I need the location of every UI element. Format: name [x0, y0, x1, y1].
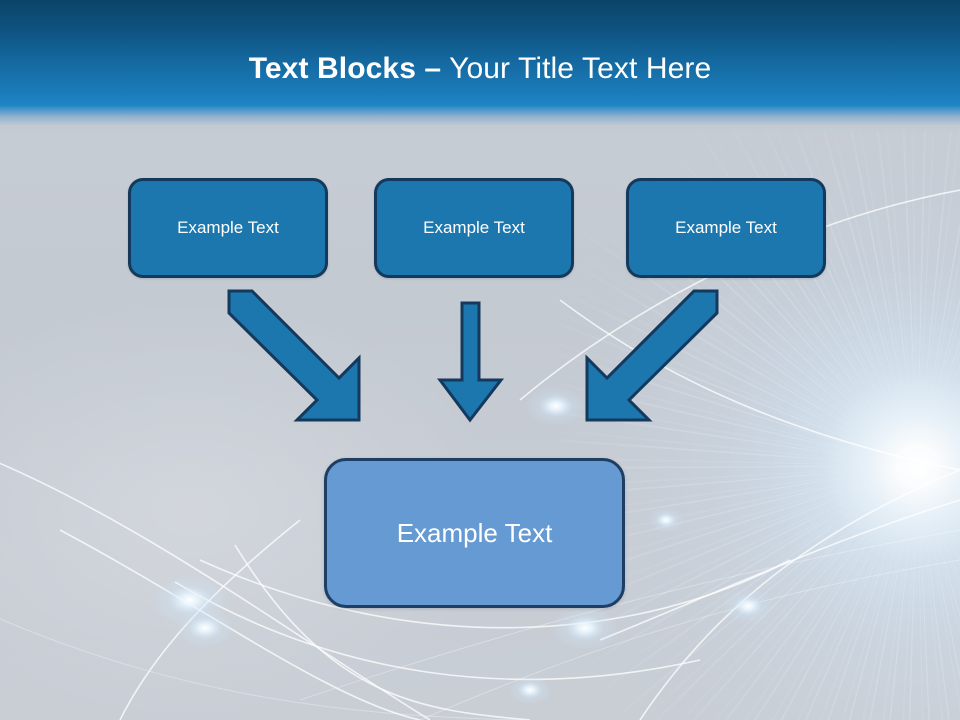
slide-header-bar — [0, 0, 960, 106]
text-block-3[interactable]: Example Text — [626, 178, 826, 278]
slide-header-fade — [0, 106, 960, 134]
text-block-3-label: Example Text — [675, 218, 777, 237]
page-title-bold: Text Blocks – — [248, 52, 442, 85]
page-title: Text Blocks – Your Title Text Here — [0, 52, 960, 86]
text-block-2[interactable]: Example Text — [374, 178, 574, 278]
text-block-1-label: Example Text — [177, 218, 279, 237]
text-block-result[interactable]: Example Text — [324, 458, 625, 608]
page-title-regular: Your Title Text Here — [441, 52, 712, 85]
text-block-2-label: Example Text — [423, 218, 525, 237]
text-block-result-label: Example Text — [396, 517, 553, 548]
text-block-1[interactable]: Example Text — [128, 178, 328, 278]
